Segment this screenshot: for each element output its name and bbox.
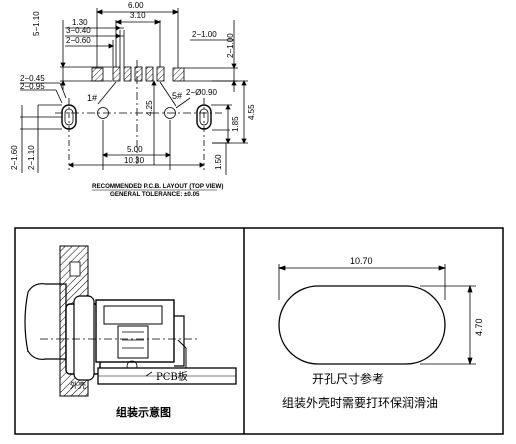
- dim-hole-dia: 2−Ø0.90: [186, 88, 217, 97]
- cutout-note-2: 组装外壳时需要打环保润滑油: [282, 396, 439, 410]
- dim-6-00: 6.00: [128, 1, 144, 10]
- layout-caption-tolerance: GENERAL TOLERANCE: ±0.05: [110, 191, 200, 198]
- hole-right: [164, 107, 176, 119]
- dim-1-50: 1.50: [214, 154, 223, 170]
- dim-3-10: 3.10: [130, 11, 146, 20]
- bottom-frame: [14, 227, 504, 435]
- shell-label: 外壳: [70, 381, 86, 390]
- pad-4: [145, 66, 154, 82]
- pad-5: [156, 66, 165, 82]
- dim-4-55: 4.55: [247, 104, 256, 120]
- dim-4-25: 4.25: [145, 100, 154, 116]
- dim-2-0-95: 2−0.95: [20, 82, 45, 91]
- cutout-height-dim: 4.70: [474, 318, 484, 336]
- dim-10-30: 10.30: [124, 156, 145, 165]
- dim-2-0-45: 2−0.45: [20, 74, 45, 83]
- assembly-diagram: [24, 245, 237, 397]
- pad-shield-right: [172, 67, 185, 82]
- dim-3-0-40: 3−0.40: [66, 26, 91, 35]
- dim-5-00: 5.00: [127, 145, 143, 154]
- pin-5-label: 5#: [172, 91, 183, 101]
- dim-2-1-60: 2−1.60: [10, 145, 19, 170]
- cutout-shape: [278, 285, 446, 365]
- cutout-diagram: [277, 264, 476, 366]
- assembly-caption: 组装示意图: [116, 406, 171, 419]
- pin-1-label: 1#: [87, 93, 98, 103]
- pad-3: [134, 66, 143, 82]
- pcb-board-label: PCB板: [156, 372, 188, 383]
- cutout-note-1: 开孔尺寸参考: [312, 372, 385, 386]
- pcb-layout: [20, 8, 248, 191]
- dim-2-1-00-vert: 2−1.00: [226, 33, 235, 58]
- pad-2: [123, 66, 132, 82]
- dim-1-85: 1.85: [231, 116, 240, 132]
- dim-2-0-60: 2−0.60: [66, 36, 91, 45]
- dim-5-1-10: 5−1.10: [32, 11, 41, 36]
- cutout-width-dim: 10.70: [350, 256, 373, 266]
- dim-1-30: 1.30: [72, 18, 88, 27]
- layout-caption-title: RECOMMENDED P.C.B. LAYOUT (TOP VIEW): [92, 183, 224, 190]
- dim-2-1-00-right: 2−1.00: [192, 30, 217, 39]
- dim-2-1-10: 2−1.10: [27, 145, 36, 170]
- pad-shield-left: [91, 67, 104, 82]
- pad-1: [112, 66, 121, 82]
